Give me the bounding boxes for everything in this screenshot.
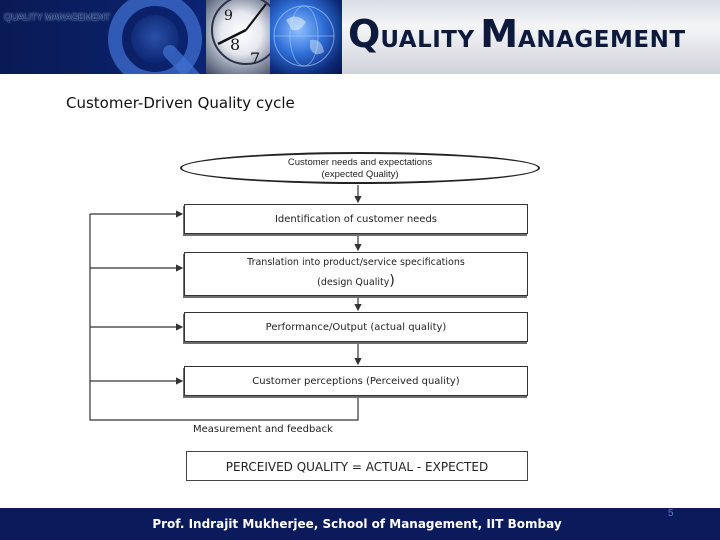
svg-text:9: 9	[224, 8, 233, 24]
expectations-line2: (expected Quality)	[321, 168, 399, 180]
header-banner: QUALITY MANAGEMENT 9 8 7	[0, 0, 720, 74]
title-plate	[342, 0, 720, 74]
footer-credit: Prof. Indrajit Mukherjee, School of Mana…	[152, 517, 562, 531]
feedback-label: Measurement and feedback	[193, 424, 333, 435]
formula-box: PERCEIVED QUALITY = ACTUAL - EXPECTED	[186, 451, 528, 481]
banner-small-title: QUALITY MANAGEMENT	[4, 12, 110, 23]
expectations-line1: Customer needs and expectations	[287, 157, 433, 168]
translation-line1: Translation into product/service specifi…	[247, 257, 465, 268]
design-quality-label: (design Quality	[317, 277, 390, 288]
footer-bar: Prof. Indrajit Mukherjee, School of Mana…	[0, 508, 720, 540]
identification-box: Identification of customer needs	[184, 204, 528, 234]
feedback-loop-line	[89, 214, 359, 421]
title-cap-1: Q	[348, 12, 381, 56]
translation-line2: (design Quality)	[185, 273, 527, 289]
q-logo-icon	[108, 0, 202, 74]
title-cap-2: M	[480, 12, 519, 56]
expectations-node: Customer needs and expectations (expecte…	[180, 152, 540, 184]
clock-photo: 9 8 7	[206, 0, 270, 74]
title-rest-1: UALITY	[380, 27, 475, 53]
globe-icon	[273, 5, 335, 67]
performance-box: Performance/Output (actual quality)	[184, 312, 528, 342]
page-number: 5	[668, 508, 674, 519]
svg-text:8: 8	[230, 35, 240, 54]
perceptions-box: Customer perceptions (Perceived quality)	[184, 366, 528, 396]
slide-heading: Customer-Driven Quality cycle	[66, 94, 295, 112]
banner-title: QUALITY MANAGEMENT	[348, 12, 686, 72]
translation-box: Translation into product/service specifi…	[184, 252, 528, 296]
design-quality-paren: )	[389, 273, 395, 289]
globe-photo	[270, 0, 342, 74]
clock-icon: 9 8 7	[211, 0, 270, 68]
svg-text:7: 7	[250, 49, 260, 68]
title-rest-2: ANAGEMENT	[518, 27, 686, 53]
